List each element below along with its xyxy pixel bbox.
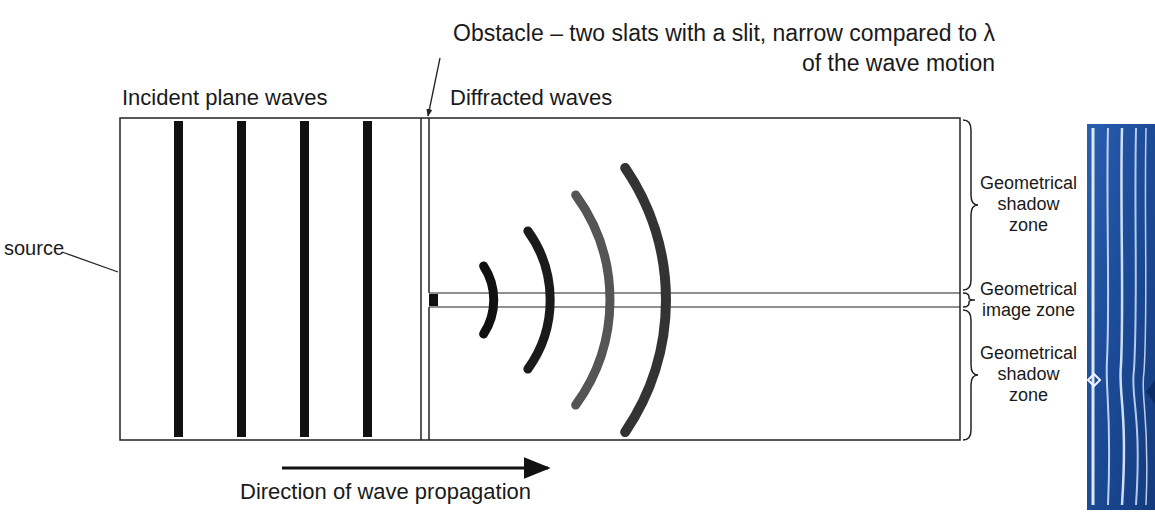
leader-line	[62, 252, 118, 272]
plane-wavefront	[237, 121, 246, 437]
image-zone-edge	[429, 292, 960, 293]
direction-arrow	[282, 467, 548, 470]
plane-wavefront	[174, 121, 183, 437]
obstacle-slat	[428, 118, 430, 293]
diffracted-wavefront	[528, 231, 550, 369]
source-label: source	[4, 236, 64, 260]
region-label: Diffracted waves	[450, 84, 612, 111]
direction-label: Direction of wave propagation	[240, 478, 531, 505]
photo-slit	[1146, 380, 1155, 404]
zone-label: Geometrical shadow zone	[978, 343, 1079, 406]
diffracted-wavefront	[576, 195, 610, 405]
ripple-tank-photo	[1087, 124, 1155, 510]
diffracted-wavefront	[625, 168, 666, 432]
zone-brace	[963, 310, 978, 440]
image-zone-edge	[429, 306, 960, 307]
photo-ripple	[1143, 128, 1147, 505]
tank-frame	[120, 118, 960, 440]
zone-brace	[963, 293, 975, 307]
plane-wavefront	[363, 121, 372, 437]
slit	[429, 294, 438, 306]
leader-line	[428, 58, 440, 116]
region-label: Incident plane waves	[122, 84, 327, 111]
zone-label: Geometrical image zone	[978, 279, 1079, 321]
plane-wavefront	[300, 121, 309, 437]
obstacle-slat	[420, 118, 422, 440]
photo-ripple	[1133, 128, 1138, 505]
wave-generator-bar	[1092, 128, 1095, 505]
photo-clamp	[1088, 374, 1100, 386]
diffracted-wavefront	[484, 266, 494, 334]
zone-brace	[963, 120, 978, 290]
obstacle-slat	[428, 307, 430, 440]
photo-ripple	[1120, 128, 1124, 505]
obstacle-caption: Obstacle – two slats with a slit, narrow…	[440, 18, 995, 78]
zone-label: Geometrical shadow zone	[978, 173, 1079, 236]
photo-ripple	[1107, 128, 1110, 505]
